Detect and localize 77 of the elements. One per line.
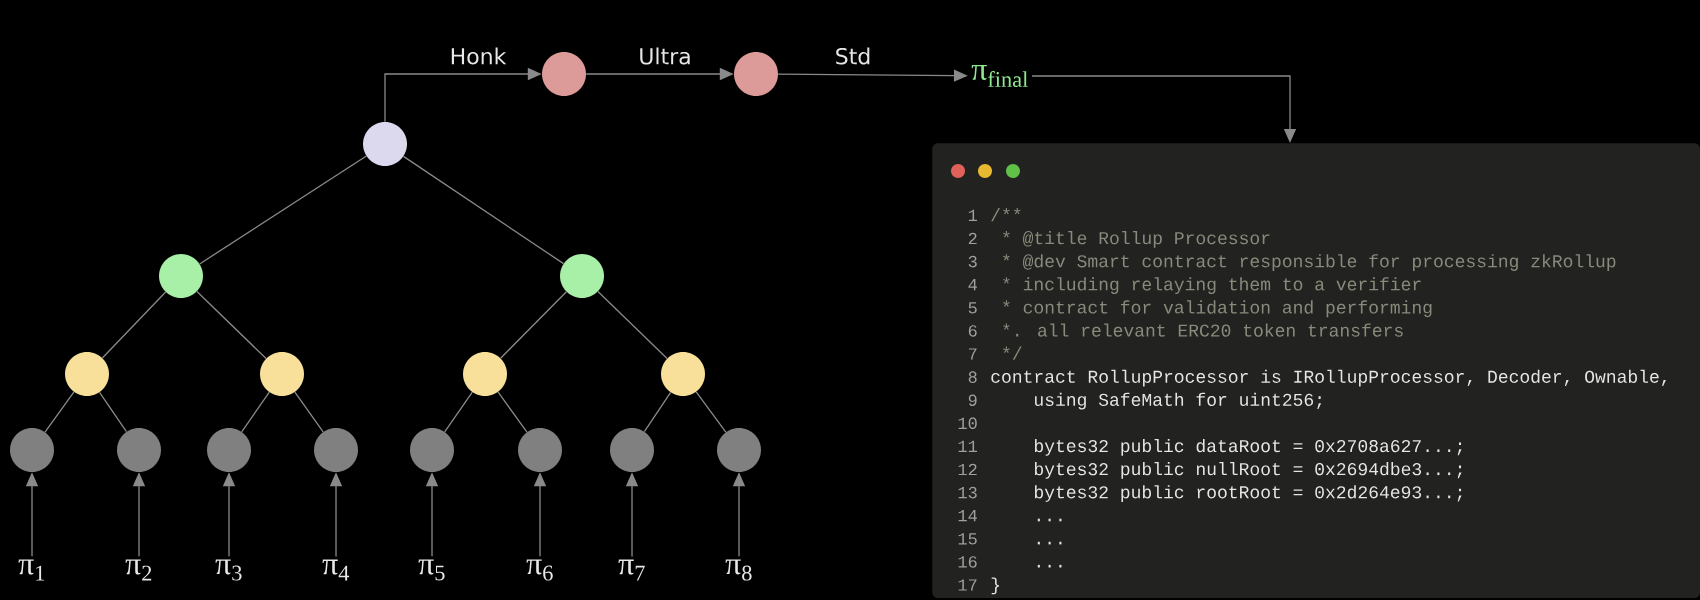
line-number: 14 bbox=[958, 510, 977, 522]
code-line: bytes32 public nullRoot = 0x2694dbe3...; bbox=[1035, 462, 1462, 479]
code-line: } bbox=[991, 577, 999, 595]
tree-line bbox=[497, 391, 528, 433]
tree-node bbox=[610, 428, 654, 472]
tree-node bbox=[159, 254, 203, 298]
tree-node bbox=[65, 352, 109, 396]
code-line: * @dev Smart contract responsible for processing zkRollup bbox=[1003, 254, 1616, 271]
tree-line bbox=[499, 291, 568, 359]
proof-label: π$_{2}$ bbox=[125, 559, 152, 581]
code-line: ... bbox=[1037, 541, 1062, 545]
tree-node bbox=[661, 352, 705, 396]
tree-node bbox=[410, 428, 454, 472]
code-line: */ bbox=[1003, 346, 1022, 360]
edge-label: Ultra bbox=[636, 45, 694, 67]
tree-line bbox=[241, 391, 270, 433]
code-line: * including relaying them to a verifier bbox=[1003, 277, 1421, 295]
line-number: 17 bbox=[958, 579, 977, 591]
tree-node bbox=[542, 52, 586, 96]
tree-line bbox=[294, 391, 324, 433]
tree-node bbox=[117, 428, 161, 472]
tree-node bbox=[560, 254, 604, 298]
line-number: 13 bbox=[958, 486, 977, 499]
tree-node bbox=[463, 352, 507, 396]
tree-line bbox=[444, 391, 473, 433]
tree-node bbox=[363, 122, 407, 166]
line-number: 16 bbox=[958, 556, 977, 568]
tree-node bbox=[314, 428, 358, 472]
line-number: 4 bbox=[968, 279, 977, 291]
line-number: 8 bbox=[968, 371, 977, 383]
code-line: using SafeMath for uint256; bbox=[1035, 392, 1322, 410]
edge-label: Std bbox=[832, 45, 874, 67]
tree-line bbox=[402, 155, 565, 265]
line-number: 5 bbox=[968, 302, 977, 314]
code-line: * contract for validation and performing bbox=[1003, 300, 1432, 318]
line-number: 10 bbox=[958, 417, 977, 430]
code-window bbox=[932, 143, 1700, 599]
code-line: contract RollupProcessor is IRollupProcessor, Decoder, Ownable, bbox=[991, 369, 1666, 387]
code-line: ... bbox=[1037, 564, 1062, 568]
line-number: 9 bbox=[968, 394, 977, 406]
tree-node bbox=[10, 428, 54, 472]
proof-label: π$_{4}$ bbox=[322, 559, 350, 581]
tree-line bbox=[199, 155, 367, 265]
tree-node bbox=[734, 52, 778, 96]
proof-label: π$_{5}$ bbox=[418, 559, 445, 581]
line-number: 11 bbox=[958, 440, 977, 452]
proof-label: π$_{final}$ bbox=[971, 64, 1028, 88]
line-number: 1 bbox=[968, 209, 977, 221]
tree-node bbox=[207, 428, 251, 472]
code-line: ... bbox=[1037, 518, 1062, 522]
code-line: bytes32 public rootRoot = 0x2d264e93...; bbox=[1035, 485, 1462, 502]
tree-line bbox=[44, 391, 75, 433]
line-number: 2 bbox=[968, 232, 977, 245]
tree-node bbox=[260, 352, 304, 396]
proof-label: π$_{3}$ bbox=[215, 559, 242, 581]
tree-line bbox=[98, 391, 128, 433]
tree-node bbox=[717, 428, 761, 472]
tree-line bbox=[597, 290, 668, 360]
line-number: 3 bbox=[968, 255, 977, 268]
tree-line bbox=[695, 391, 727, 433]
tree-line bbox=[101, 291, 167, 359]
proof-label: π$_{7}$ bbox=[618, 559, 645, 581]
proof-label: π$_{8}$ bbox=[725, 559, 752, 581]
proof-label: π$_{6}$ bbox=[526, 559, 553, 581]
tree-line bbox=[643, 391, 672, 433]
line-number: 7 bbox=[968, 348, 977, 360]
code-line: * @title Rollup Processor bbox=[1003, 231, 1270, 248]
proof-label: π$_{1}$ bbox=[18, 559, 45, 581]
edge-label: Honk bbox=[447, 45, 509, 67]
code-line: *. all relevant ERC20 token transfers bbox=[1003, 323, 1403, 337]
line-number: 15 bbox=[958, 533, 977, 545]
line-number: 12 bbox=[958, 463, 977, 476]
code-line: bytes32 public dataRoot = 0x2708a627...; bbox=[1035, 438, 1462, 456]
line-number: 6 bbox=[968, 325, 977, 337]
code-line: /** bbox=[991, 207, 1021, 222]
tree-line bbox=[196, 290, 267, 360]
tree-node bbox=[518, 428, 562, 472]
